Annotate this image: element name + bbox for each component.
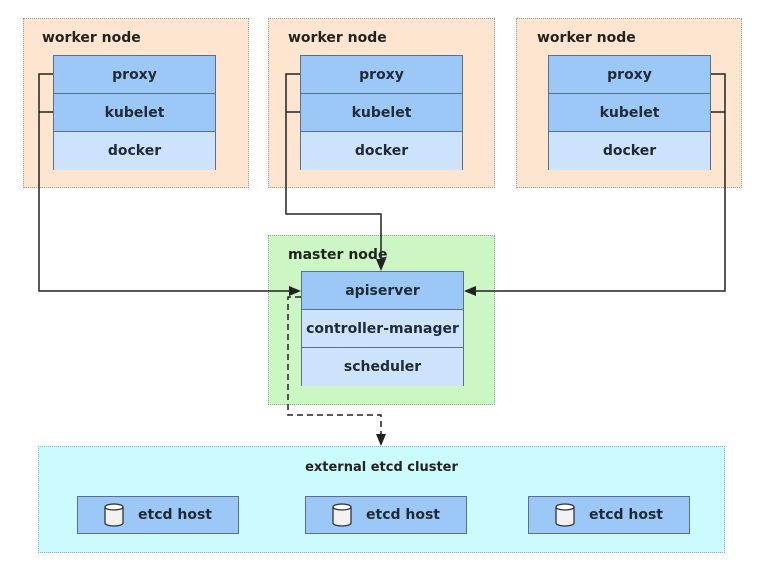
kubelet-component: kubelet <box>54 94 215 132</box>
apiserver-component: apiserver <box>302 272 463 310</box>
etcd-host-3: etcd host <box>528 496 690 534</box>
proxy-component: proxy <box>549 56 710 94</box>
worker-node-title: worker node <box>288 30 387 46</box>
kubelet-component: kubelet <box>301 94 462 132</box>
docker-component: docker <box>549 132 710 170</box>
proxy-component: proxy <box>301 56 462 94</box>
database-icon <box>332 503 352 527</box>
etcd-host-2: etcd host <box>305 496 467 534</box>
worker-node-title: worker node <box>42 30 141 46</box>
worker-3-component-stack: proxy kubelet docker <box>548 55 711 170</box>
etcd-host-label: etcd host <box>138 507 212 523</box>
worker-2-component-stack: proxy kubelet docker <box>300 55 463 170</box>
worker-1-component-stack: proxy kubelet docker <box>53 55 216 170</box>
docker-component: docker <box>54 132 215 170</box>
etcd-cluster-title: external etcd cluster <box>305 460 458 475</box>
etcd-host-1: etcd host <box>77 496 239 534</box>
database-icon <box>104 503 124 527</box>
proxy-component: proxy <box>54 56 215 94</box>
master-node-title: master node <box>288 247 388 263</box>
kubelet-component: kubelet <box>549 94 710 132</box>
controller-manager-component: controller-manager <box>302 310 463 348</box>
arrowhead <box>376 434 386 446</box>
scheduler-component: scheduler <box>302 348 463 386</box>
etcd-host-label: etcd host <box>366 507 440 523</box>
master-component-stack: apiserver controller-manager scheduler <box>301 271 464 386</box>
worker-node-title: worker node <box>537 30 636 46</box>
etcd-host-label: etcd host <box>589 507 663 523</box>
database-icon <box>555 503 575 527</box>
docker-component: docker <box>301 132 462 170</box>
